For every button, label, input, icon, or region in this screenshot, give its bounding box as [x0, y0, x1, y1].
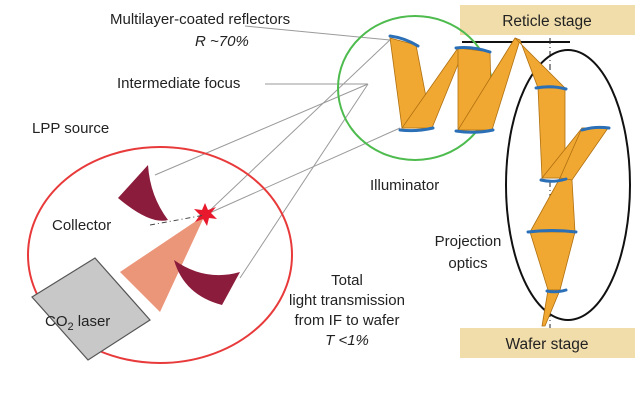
projection-optics-label-line1: Projection — [435, 233, 502, 250]
wafer-stage-label: Wafer stage — [506, 336, 589, 353]
illuminator-label: Illuminator — [370, 177, 439, 194]
projection-mirrors — [526, 85, 611, 294]
collector-mirror-upper — [118, 165, 168, 221]
co2-laser-label: CO2 laser — [45, 313, 110, 333]
wafer-stage-bar — [460, 328, 635, 358]
transmission-label-line3: from IF to wafer — [294, 312, 399, 329]
illuminator-beam-path — [389, 37, 521, 131]
source-ellipse — [27, 146, 293, 364]
reflectivity-label: R ~70% — [195, 33, 249, 50]
intermediate-focus-label: Intermediate focus — [117, 75, 240, 92]
reticle-stage-label: Reticle stage — [502, 13, 592, 30]
laser-beam — [120, 215, 205, 312]
lpp-source-label: LPP source — [32, 120, 109, 137]
collector-axis — [149, 214, 206, 226]
projection-beam-path — [514, 37, 609, 327]
projection-optics-label-line2: optics — [448, 255, 487, 272]
co2-laser-box — [31, 257, 151, 361]
projection-ellipse — [505, 49, 631, 321]
transmission-label-line4: T <1% — [325, 332, 369, 349]
transmission-label-line1: Total — [331, 272, 363, 289]
collector-label: Collector — [52, 217, 111, 234]
label-guide-lines — [154, 25, 401, 279]
transmission-label-line2: light transmission — [289, 292, 405, 309]
reflectors-label: Multilayer-coated reflectors — [110, 11, 290, 28]
reticle-stage-bar — [460, 5, 635, 35]
collector-mirror-lower — [174, 260, 240, 305]
plasma-point-icon — [194, 203, 217, 226]
illuminator-mirrors — [388, 34, 495, 134]
